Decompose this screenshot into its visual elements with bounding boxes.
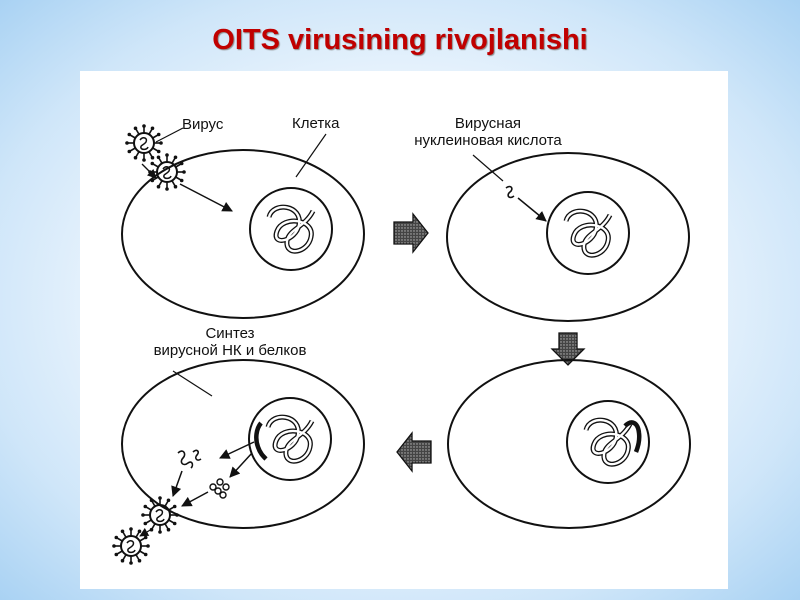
label-cell: Клетка (292, 115, 340, 132)
cell-nucleus (249, 187, 333, 271)
nucleic-acid-leader-line (472, 154, 504, 182)
cell-membrane (121, 149, 365, 319)
label-viral-nucleic-acid-line1: Вирусная (454, 115, 522, 132)
label-synthesis-line2: вирусной НК и белков (153, 342, 307, 359)
hiv-lifecycle-figure: Вирус Клетка Вирусная нуклеиновая кислот… (80, 71, 728, 589)
integrated-viral-dna (623, 420, 642, 453)
cell-nucleus (566, 400, 650, 484)
arrow-right-icon (393, 212, 429, 254)
budding-virus-icon (140, 495, 180, 535)
virus-leader-line (155, 127, 184, 143)
arrow-down-icon (550, 332, 586, 366)
viral-rna-copy (177, 450, 194, 469)
host-dna-coil (586, 420, 630, 464)
viral-rna-fragment (505, 185, 515, 199)
cell-nucleus (248, 397, 332, 481)
host-dna-coil (269, 207, 313, 251)
host-dna-coil (268, 417, 312, 461)
panel-synthesis-budding (111, 359, 365, 566)
viral-rna-copy (192, 449, 202, 461)
label-synthesis-line1: Синтез (205, 325, 255, 342)
panel-integration (447, 359, 691, 529)
cell-membrane (447, 359, 691, 529)
slide-title: OITS virusining rivojlanishi (212, 24, 588, 56)
arrow-left-icon (396, 431, 432, 473)
cell-membrane (446, 152, 690, 322)
cell-membrane (121, 359, 365, 529)
synthesis-leader-line (172, 370, 213, 397)
label-viral-nucleic-acid-line2: нуклеиновая кислота (414, 132, 562, 149)
integrated-viral-dna (254, 421, 268, 461)
cell-nucleus (546, 191, 630, 275)
panel-virus-entry (121, 123, 365, 319)
lifecycle-diagram (111, 123, 691, 566)
viral-protein-cluster (209, 478, 230, 499)
host-dna-coil (566, 211, 610, 255)
cell-leader-line (295, 133, 327, 178)
label-virus: Вирус (182, 116, 224, 133)
panel-nucleic-acid-release (446, 152, 690, 322)
